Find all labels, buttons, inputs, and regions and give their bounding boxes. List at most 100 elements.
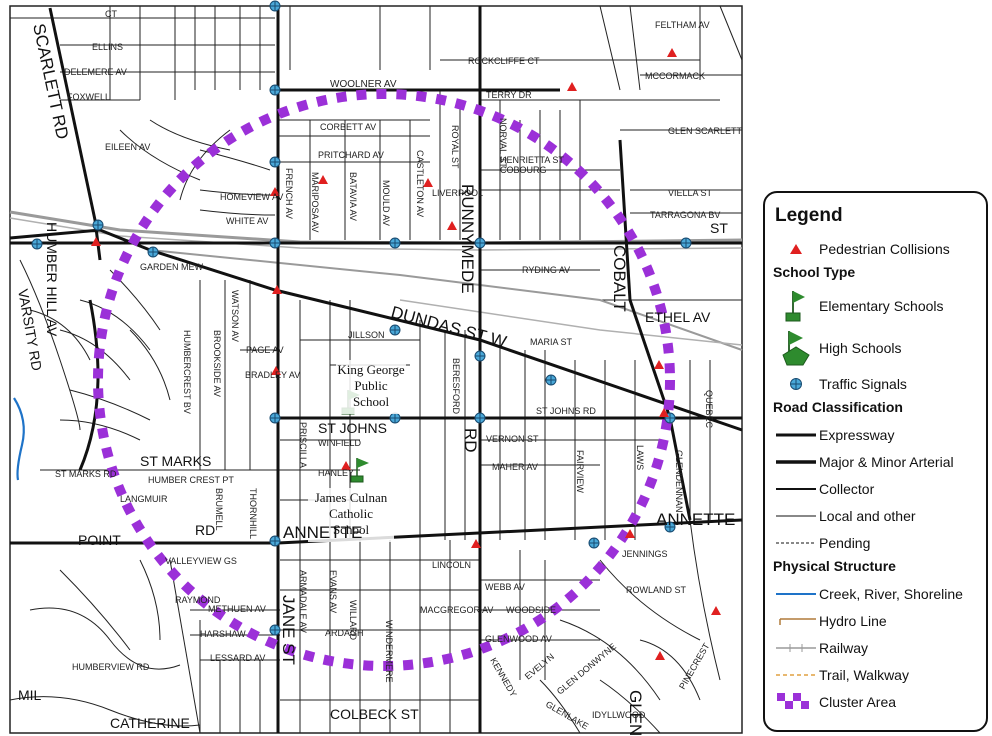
collision-marker	[659, 408, 669, 417]
trail-line-icon	[773, 664, 819, 686]
legend-row-high: High Schools	[773, 326, 986, 370]
road-label: QUEBEC	[704, 390, 714, 429]
road-label: BRADLEY AV	[245, 370, 300, 380]
legend-label: Major & Minor Arterial	[819, 453, 954, 470]
collision-icon	[773, 238, 819, 260]
road-label: CATHERINE	[110, 715, 190, 731]
collision-marker	[341, 461, 351, 470]
legend-row-local: Local and other	[773, 502, 986, 529]
legend-row-arterial: Major & Minor Arterial	[773, 448, 986, 475]
road-label: ST MARKS RD	[55, 469, 117, 479]
road-label: GARDEN MEW	[140, 262, 204, 272]
local-roads	[9, 5, 743, 734]
road-label: JENNINGS	[622, 549, 668, 559]
railway-line-icon	[773, 637, 819, 659]
road-label: HUMBERVIEW RD	[72, 662, 150, 672]
collision-marker	[711, 606, 721, 615]
legend-label: Hydro Line	[819, 612, 887, 629]
collision-marker	[667, 48, 677, 57]
road-label: ST MARKS	[140, 453, 211, 469]
collision-marker	[447, 221, 457, 230]
road-label: COLBECK ST	[330, 706, 419, 722]
expressway-line-icon	[773, 424, 819, 446]
road-label: WOOLNER AV	[330, 79, 397, 90]
road-label: FOXWELL	[67, 92, 110, 102]
road-label: WEBB AV	[485, 582, 525, 592]
hydro-line-icon	[773, 610, 819, 632]
road-label: VALLEYVIEW GS	[165, 556, 237, 566]
pending-line-icon	[773, 532, 819, 554]
road-label: COBALT	[610, 245, 629, 312]
road-label: LESSARD AV	[210, 653, 265, 663]
legend-row-railway: Railway	[773, 634, 986, 661]
traffic-signals	[31, 0, 692, 636]
legend-row-pedestrian: Pedestrian Collisions	[773, 235, 986, 262]
collision-marker	[272, 285, 282, 294]
legend-label: Pending	[819, 534, 871, 551]
road-label: LINCOLN	[432, 560, 471, 570]
road-label: HARSHAW	[200, 629, 246, 639]
road-label: ARMADALE AV	[298, 570, 308, 633]
road-label: MIL	[18, 687, 42, 703]
road-label: POINT	[78, 532, 121, 548]
road-label: GLEN	[626, 690, 645, 736]
road-label: JANE ST	[279, 595, 298, 665]
pedestrian-collisions	[91, 48, 721, 660]
road-label: COBOURG	[500, 165, 547, 175]
road-label: LAWS	[635, 445, 645, 470]
road-label: THORNHILL	[248, 488, 258, 539]
road-label: WINDERMERE	[384, 620, 394, 683]
traffic-signal	[389, 324, 401, 336]
legend-label: Collector	[819, 480, 875, 497]
legend-row-elementary: Elementary Schools	[773, 286, 986, 326]
road-label: MOULD AV	[381, 180, 391, 226]
traffic-signal	[269, 84, 281, 96]
road-label: LIVERPOOL	[432, 188, 483, 198]
traffic-signal	[588, 537, 600, 549]
legend-label: Trail, Walkway	[819, 666, 909, 683]
traffic-signal	[474, 350, 486, 362]
road-label: JILLSON	[348, 330, 385, 340]
legend-row-collector: Collector	[773, 475, 986, 502]
traffic-signal	[664, 412, 676, 424]
road-label: GLENDENNAN	[674, 450, 684, 513]
traffic-signal	[92, 219, 104, 231]
road-label: WINFIELD	[318, 438, 362, 448]
road-label: ANNETTE	[656, 510, 735, 529]
creek-line-icon	[773, 583, 819, 605]
road-label: ETHEL AV	[645, 309, 711, 325]
traffic-signal	[147, 246, 159, 258]
collision-marker	[625, 529, 635, 538]
traffic-signal	[389, 412, 401, 424]
legend-heading-road-class: Road Classification	[773, 399, 903, 415]
collision-marker	[318, 175, 328, 184]
collision-marker	[91, 237, 101, 246]
traffic-signal	[269, 624, 281, 636]
road-label: METHUEN AV	[208, 604, 266, 614]
road-label: BROOKSIDE AV	[212, 330, 222, 397]
legend-label: Local and other	[819, 507, 916, 524]
road-label: LANGMUIR	[120, 494, 168, 504]
road-label: RYDING AV	[522, 265, 570, 275]
road-label: PRITCHARD AV	[318, 150, 384, 160]
road-label: IDYLLWOOD	[592, 710, 646, 720]
road-label: ARDAGH	[325, 628, 364, 638]
road-label: CT	[105, 9, 117, 19]
road-label: MARIA ST	[530, 337, 573, 347]
road-label: TARRAGONA BV	[650, 210, 720, 220]
road-label: ANNETTE	[283, 523, 362, 542]
road-label: PRISCILLA	[298, 422, 308, 468]
road-label: VIELLA ST	[668, 188, 713, 198]
school-label-line: King George	[337, 362, 405, 377]
legend-row-pending: Pending	[773, 529, 986, 556]
collision-marker	[271, 366, 281, 375]
legend-heading-physical: Physical Structure	[773, 558, 896, 574]
road-label: EILEEN AV	[105, 142, 150, 152]
collision-marker	[471, 539, 481, 548]
legend-row-signals: Traffic Signals	[773, 370, 986, 397]
legend-label: Elementary Schools	[819, 298, 944, 314]
creek-line	[13, 397, 25, 481]
road-label: BERESFORD	[451, 358, 461, 415]
legend-row-trail: Trail, Walkway	[773, 661, 986, 688]
road-label: HENRIETTA ST	[500, 155, 564, 165]
